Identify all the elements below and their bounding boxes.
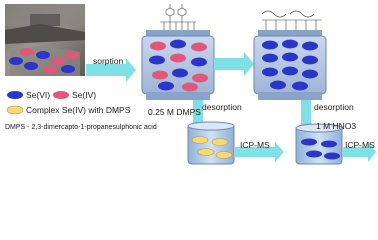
legend-complex-label: Complex Se(IV) with DMPS <box>26 105 131 115</box>
se6-ellipse <box>24 62 38 70</box>
se6-ellipse <box>282 52 298 62</box>
se6-ellipse <box>324 152 340 160</box>
se6-ellipse <box>302 55 318 65</box>
se6-ellipse <box>301 138 317 146</box>
se6-ellipse <box>61 65 75 73</box>
se6-ellipse <box>306 150 322 158</box>
icpms-arrow-1 <box>235 142 284 162</box>
water-sample-photo <box>5 4 85 76</box>
se4-ellipse <box>191 42 207 52</box>
se4-ellipse <box>51 57 65 65</box>
icpms-label-1: ICP-MS <box>240 140 270 150</box>
dmps-definition: DMPS - 2,3-dimercapto-1-propanesulphonic… <box>5 124 157 131</box>
desorption-label-1: desorption <box>202 102 242 112</box>
se6-ellipse <box>270 80 286 90</box>
se6-ellipse <box>302 69 318 79</box>
column-1 <box>141 4 215 100</box>
se6-ellipse <box>191 57 207 67</box>
se6-ellipse <box>262 67 278 77</box>
se6-ellipse <box>9 57 23 65</box>
se6-ellipse <box>262 53 278 63</box>
icpms-label-2: ICP-MS <box>345 140 375 150</box>
se4-ellipse <box>20 48 34 56</box>
se4-ellipse <box>65 51 79 59</box>
se6-ellipse <box>282 66 298 76</box>
se6-ellipse <box>172 68 188 78</box>
se6-ellipse <box>282 39 298 49</box>
se6-ellipse <box>292 81 308 91</box>
diagram-canvas <box>5 4 376 165</box>
se4-ellipse <box>43 66 57 74</box>
se6-ellipse <box>302 41 318 51</box>
se4-ellipse <box>150 41 166 51</box>
se4-ellipse <box>152 70 168 80</box>
beaker-1 <box>187 121 235 165</box>
se6-ellipse <box>321 140 337 148</box>
diagram-root: sorption desorption desorption 0.25 M DM… <box>5 4 376 165</box>
column-2 <box>253 10 327 100</box>
se6-ellipse <box>262 40 278 50</box>
complex-ellipse <box>197 148 215 156</box>
se4-ellipse <box>170 53 186 63</box>
legend-se6-label: Se(VI) <box>26 90 51 100</box>
se4-ellipse <box>182 82 198 92</box>
sorption-arrow <box>86 58 136 82</box>
eluent-label-1: 0.25 M DMPS <box>148 107 201 117</box>
desorption-label-2: desorption <box>314 102 354 112</box>
complex-ellipse <box>215 151 233 159</box>
legend-symbols <box>6 91 69 115</box>
se6-ellipse <box>170 39 186 49</box>
sorption-label: sorption <box>93 56 124 66</box>
icpms-arrow-2 <box>343 142 376 162</box>
legend-complex-symbol <box>6 105 24 115</box>
complex-ellipse <box>211 138 229 146</box>
legend-se4-symbol <box>53 91 69 99</box>
se6-ellipse <box>158 81 174 91</box>
se4-ellipse <box>192 73 208 83</box>
legend-se4-label: Se(IV) <box>72 90 97 100</box>
legend-se6-symbol <box>7 91 23 99</box>
se6-ellipse <box>36 51 50 59</box>
se6-ellipse <box>149 55 165 65</box>
eluent-label-2: 1 M HNO3 <box>316 121 357 131</box>
transfer-arrow <box>214 52 254 76</box>
complex-ellipse <box>191 136 209 144</box>
beaker-2 <box>295 123 343 165</box>
